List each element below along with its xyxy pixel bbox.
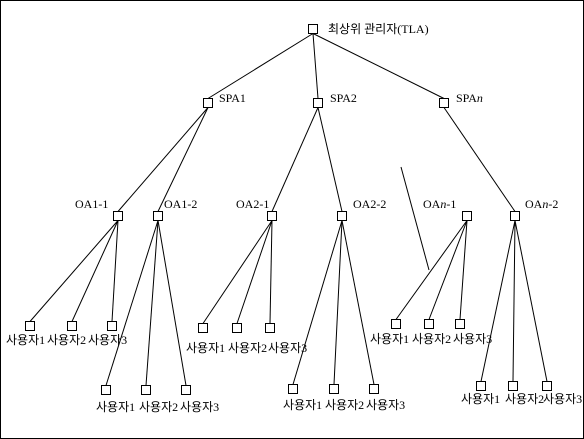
user-label: 사용자3 — [88, 333, 127, 347]
user-label: 사용자2 — [505, 392, 544, 406]
user-node — [455, 319, 465, 329]
user-node — [141, 385, 151, 395]
user-node — [288, 384, 298, 394]
user-label: 사용자2 — [325, 398, 364, 412]
user-label: 사용자3 — [453, 332, 492, 346]
spa-label-3: SPAn — [456, 91, 483, 105]
user-label: 사용자3 — [543, 392, 582, 406]
user-label: 사용자2 — [412, 332, 451, 346]
user-label: 사용자1 — [6, 333, 45, 347]
user-node — [542, 381, 552, 391]
edge-root-spa2 — [312, 33, 319, 99]
edge-spa-oa — [117, 107, 209, 212]
user-node — [369, 384, 379, 394]
user-label: 사용자3 — [268, 341, 307, 355]
root-label: 최상위 관리자(TLA) — [328, 22, 429, 36]
oa-node-3 — [267, 211, 277, 221]
user-label: 사용자2 — [47, 333, 86, 347]
edge-oa-user — [514, 220, 548, 382]
oa-label-3: OA2-1 — [236, 197, 269, 211]
spa-label-1: SPA1 — [219, 91, 246, 105]
user-node — [476, 381, 486, 391]
oa-node-4 — [337, 211, 347, 221]
spa-node-1 — [203, 98, 213, 108]
user-label: 사용자3 — [366, 398, 405, 412]
edge-oa-user — [512, 220, 516, 382]
oa-label-2: OA1-2 — [164, 197, 197, 211]
edge-oa-user — [71, 220, 119, 322]
user-label: 사용자1 — [96, 400, 135, 414]
edge-oa-user — [29, 220, 119, 322]
edge-spa-oa — [443, 107, 516, 212]
edge-oa-user — [202, 220, 273, 324]
user-node — [424, 319, 434, 329]
edge-oa-user — [341, 220, 375, 385]
user-label: 사용자3 — [180, 400, 219, 414]
user-node — [181, 385, 191, 395]
oa-node-5 — [462, 211, 472, 221]
continuation-stroke — [400, 166, 430, 271]
oa-label-6: OAn-2 — [525, 197, 558, 211]
edge-oa-user — [145, 220, 159, 386]
edge-oa-user — [105, 220, 159, 386]
user-node — [67, 321, 77, 331]
edge-oa-user — [428, 220, 468, 320]
edge-oa-user — [459, 220, 468, 320]
user-node — [198, 323, 208, 333]
edge-spa-oa — [157, 107, 209, 212]
user-label: 사용자2 — [228, 341, 267, 355]
edge-oa-user — [269, 220, 273, 324]
spa-label-2: SPA2 — [330, 91, 357, 105]
user-node — [265, 323, 275, 333]
root-node — [308, 24, 318, 34]
edge-oa-user — [292, 220, 343, 385]
oa-node-2 — [153, 211, 163, 221]
oa-label-4: OA2-2 — [353, 197, 386, 211]
edge-oa-user — [395, 220, 468, 320]
user-node — [391, 319, 401, 329]
spa-node-2 — [313, 98, 323, 108]
tree-nodes — [25, 24, 552, 395]
spa-node-3 — [439, 98, 449, 108]
user-node — [232, 323, 242, 333]
user-label: 사용자1 — [283, 398, 322, 412]
user-node — [101, 385, 111, 395]
user-node — [329, 384, 339, 394]
edge-spa-oa — [317, 107, 343, 212]
oa-node-6 — [510, 211, 520, 221]
tree-edges — [29, 33, 548, 386]
edge-oa-user — [157, 220, 187, 386]
oa-label-5: OAn-1 — [423, 197, 456, 211]
user-label: 사용자1 — [461, 392, 500, 406]
oa-label-1: OA1-1 — [75, 197, 108, 211]
oa-node-1 — [113, 211, 123, 221]
edge-root-spa3 — [312, 33, 445, 99]
user-node — [508, 381, 518, 391]
user-node — [25, 321, 35, 331]
edge-spa-oa — [271, 107, 319, 212]
edge-oa-user — [480, 220, 516, 382]
edge-oa-user — [236, 220, 273, 324]
edge-root-spa1 — [207, 33, 314, 99]
user-label: 사용자1 — [370, 332, 409, 346]
edge-oa-user — [333, 220, 343, 385]
user-label: 사용자2 — [139, 400, 178, 414]
user-node — [107, 321, 117, 331]
edge-oa-user — [111, 220, 119, 322]
user-label: 사용자1 — [186, 341, 225, 355]
